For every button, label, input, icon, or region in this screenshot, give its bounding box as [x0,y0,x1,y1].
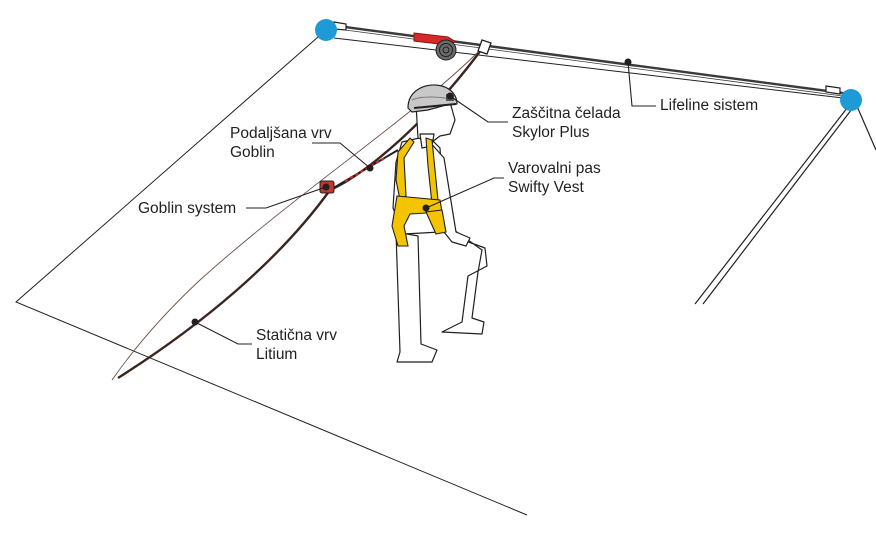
support-legs [694,102,876,305]
anchor-right [840,89,862,111]
label-static-rope: Statična vrv Litium [256,326,337,364]
label-lanyard-line2: Goblin [230,144,275,161]
leader-dots [191,58,632,326]
label-lanyard-line1: Podaljšana vrv [230,125,332,142]
label-lifeline: Lifeline sistem [660,96,758,115]
label-harness: Varovalni pas Swifty Vest [508,159,601,197]
label-goblin-system: Goblin system [138,199,236,218]
leader-lines [194,61,656,345]
goblin-lanyard [319,149,399,194]
roof-outline [15,29,844,516]
label-harness-line1: Varovalni pas [508,160,601,177]
label-static-rope-line1: Statična vrv [256,327,337,344]
safety-harness [391,137,447,247]
lifeline-tensioner [413,32,458,61]
label-goblin-system-line1: Goblin system [138,200,237,217]
lifeline-cable [329,23,851,98]
anchor-left [315,19,337,41]
label-helmet-line2: Skylor Plus [512,124,590,141]
label-helmet: Zaščitna čelada Skylor Plus [512,104,621,142]
label-lanyard: Podaljšana vrv Goblin [230,124,332,162]
label-static-rope-line2: Litium [256,346,298,363]
label-helmet-line1: Zaščitna čelada [512,105,621,122]
label-lifeline-line1: Lifeline sistem [660,97,759,114]
label-harness-line2: Swifty Vest [508,179,584,196]
